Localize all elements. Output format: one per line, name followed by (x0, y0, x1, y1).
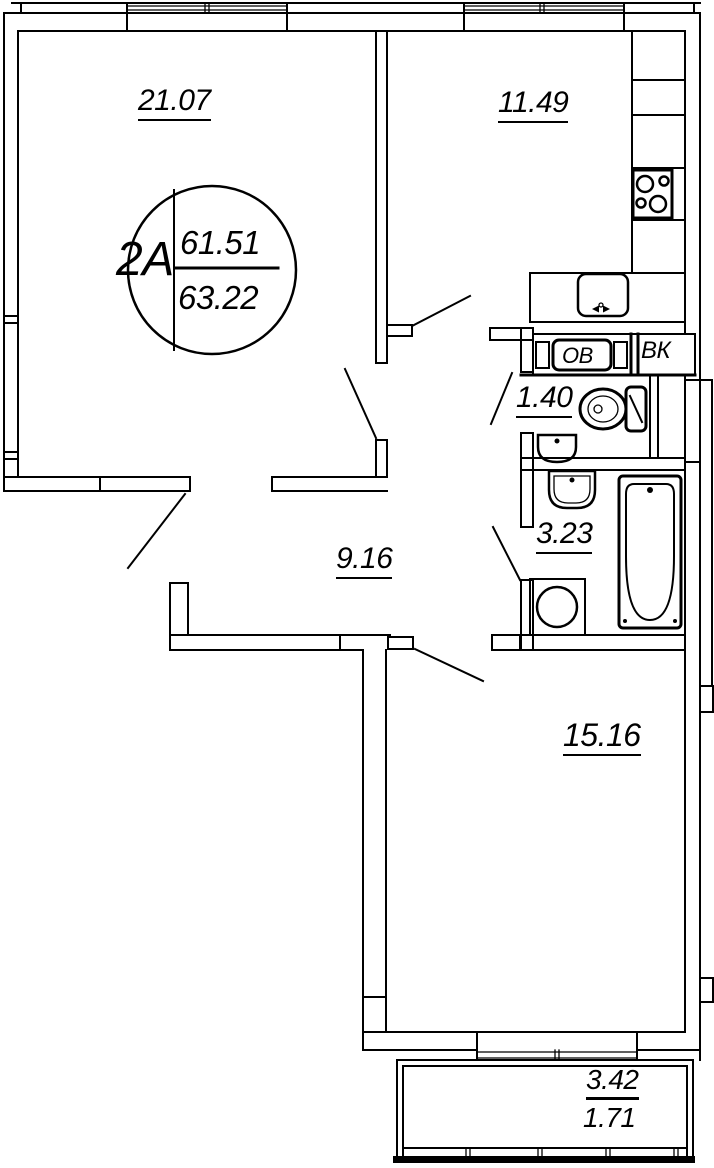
balcony-area-total: 3.42 (586, 1066, 639, 1100)
room-area-kitchen: 11.49 (498, 88, 569, 123)
exterior-walls (3, 12, 714, 1061)
small-washbasin-icon (536, 433, 578, 464)
room-area-bedroom: 15.16 (563, 719, 641, 756)
toilet-icon (578, 385, 648, 433)
interior-walls (3, 30, 701, 1061)
stamp-area-bottom: 63.22 (178, 279, 259, 316)
washbasin-icon (547, 469, 597, 510)
room-area-living: 21.07 (138, 86, 211, 121)
room-area-hall: 9.16 (336, 544, 393, 579)
shaft-label-ov: ОВ (562, 343, 593, 368)
parapet-line (11, 2, 701, 14)
kitchen-sink-icon (576, 272, 630, 318)
bathtub-icon (617, 474, 683, 630)
room-area-wc: 1.40 (516, 383, 573, 418)
washing-machine-icon (529, 578, 586, 636)
stove-icon (631, 168, 674, 220)
door-swing-icon (126, 294, 522, 683)
unit-type-stamp (126, 184, 298, 356)
window-icon (126, 3, 625, 32)
shaft-label-vk: ВК (641, 337, 671, 364)
balcony-area-counted: 1.71 (583, 1102, 636, 1133)
stamp-unit-label: 2А (116, 233, 174, 286)
room-area-bathroom: 3.23 (536, 519, 593, 554)
balcony-window-icon (476, 1049, 638, 1061)
duct-shaft-boxes (535, 332, 640, 377)
stamp-area-top: 61.51 (180, 224, 261, 261)
balcony-railing-icon (393, 1059, 695, 1163)
